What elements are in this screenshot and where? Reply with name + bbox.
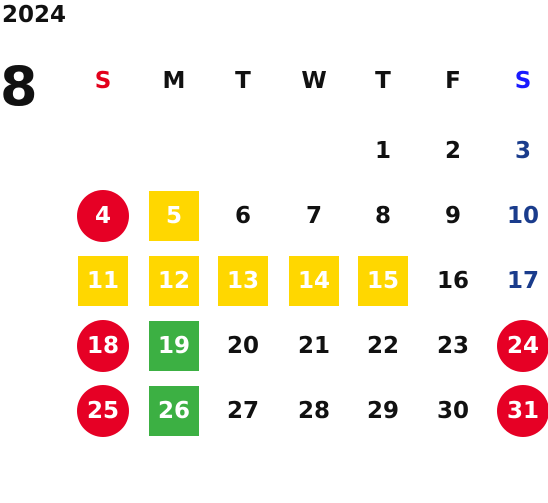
day-cell-26[interactable]: 26 (149, 386, 199, 436)
day-cell-7[interactable]: 7 (305, 203, 322, 229)
weekday-monday: M (162, 68, 186, 94)
day-cell-22[interactable]: 22 (366, 333, 399, 359)
month-label: 8 (0, 55, 38, 118)
day-cell-24[interactable]: 24 (497, 320, 548, 372)
day-cell-6[interactable]: 6 (234, 203, 251, 229)
day-cell-13[interactable]: 13 (218, 256, 268, 306)
day-cell-11[interactable]: 11 (78, 256, 128, 306)
weekday-thursday: T (375, 68, 391, 94)
day-cell-17[interactable]: 17 (506, 268, 539, 294)
day-cell-5[interactable]: 5 (149, 191, 199, 241)
day-cell-2[interactable]: 2 (444, 138, 461, 164)
day-cell-23[interactable]: 23 (436, 333, 469, 359)
year-label: 2024 (2, 2, 67, 28)
weekday-tuesday: T (235, 68, 251, 94)
day-cell-25[interactable]: 25 (77, 385, 129, 437)
day-cell-29[interactable]: 29 (366, 398, 399, 424)
weekday-friday: F (445, 68, 461, 94)
day-cell-1[interactable]: 1 (374, 138, 391, 164)
day-cell-4[interactable]: 4 (77, 190, 129, 242)
day-cell-28[interactable]: 28 (297, 398, 330, 424)
day-cell-20[interactable]: 20 (226, 333, 259, 359)
weekday-wednesday: W (301, 68, 327, 94)
day-cell-14[interactable]: 14 (289, 256, 339, 306)
day-cell-16[interactable]: 16 (436, 268, 469, 294)
day-cell-8[interactable]: 8 (374, 203, 391, 229)
weekday-sunday: S (94, 68, 112, 94)
day-cell-10[interactable]: 10 (506, 203, 539, 229)
day-cell-18[interactable]: 18 (77, 320, 129, 372)
day-cell-27[interactable]: 27 (226, 398, 259, 424)
day-cell-15[interactable]: 15 (358, 256, 408, 306)
day-cell-3[interactable]: 3 (514, 138, 531, 164)
day-cell-9[interactable]: 9 (444, 203, 461, 229)
day-cell-31[interactable]: 31 (497, 385, 548, 437)
weekday-saturday: S (514, 68, 532, 94)
day-cell-21[interactable]: 21 (297, 333, 330, 359)
day-cell-19[interactable]: 19 (149, 321, 199, 371)
day-cell-30[interactable]: 30 (436, 398, 469, 424)
day-cell-12[interactable]: 12 (149, 256, 199, 306)
